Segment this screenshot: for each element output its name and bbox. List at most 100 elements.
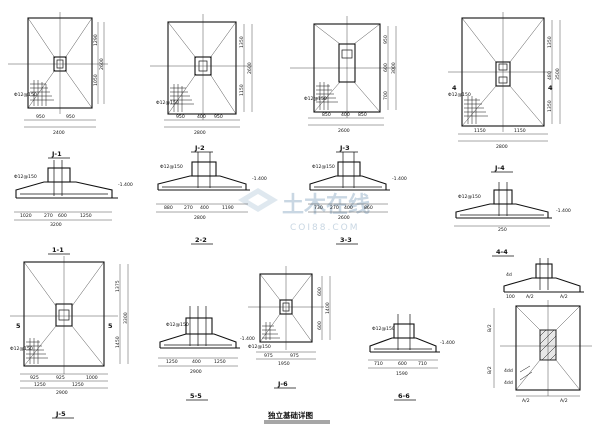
section-5-5: Φ12@150 -1.400 1250 400 1250 2900 5-5 bbox=[158, 306, 255, 401]
plan-j4-dimh-1: 1150 bbox=[514, 128, 526, 134]
section-3-3-dim-1: 270 bbox=[330, 205, 339, 211]
plan-j6-rebar: Φ12@150 bbox=[248, 344, 271, 350]
plan-j6-dimh-1: 975 bbox=[290, 353, 299, 359]
section-1-1-dim-1: 270 bbox=[44, 213, 53, 219]
typical-mark-0: 4dd bbox=[504, 368, 513, 374]
section-2-2-rebar: Φ12@150 bbox=[160, 164, 183, 170]
section-2-2-elev: -1.400 bbox=[252, 176, 267, 182]
plan-j1-label: J-1 bbox=[51, 150, 62, 158]
plan-j6-dimv-0: 600 bbox=[317, 287, 323, 296]
plan-j3-dimv-1: 600 bbox=[383, 63, 389, 72]
section-1-1-dim-2: 600 bbox=[58, 213, 67, 219]
plan-j4-totalh: 2800 bbox=[496, 144, 508, 150]
section-6-6-elev: -1.400 bbox=[440, 340, 455, 346]
section-2-2-dim-1: 270 bbox=[184, 205, 193, 211]
section-6-6-rebar: Φ12@150 bbox=[372, 326, 395, 332]
plan-j2-dimv-1: 1150 bbox=[239, 84, 245, 96]
section-2-2-dim-3: 1190 bbox=[222, 205, 234, 211]
section-1-1-rebar: Φ12@150 bbox=[14, 174, 37, 180]
section-3-3-total: 2600 bbox=[338, 215, 350, 221]
plan-j1: Φ12@150 1290 1050 2600 950 950 2400 J-1 bbox=[8, 12, 108, 159]
plan-j4-cut-right: 4 bbox=[548, 84, 553, 92]
section-5-5-rebar: Φ12@150 bbox=[166, 322, 189, 328]
plan-j2-dimh-0: 950 bbox=[176, 114, 185, 120]
typical-bottom-a2-left: A/2 bbox=[522, 398, 530, 404]
typical-top-100: 100 bbox=[506, 294, 515, 300]
section-1-1-total: 3200 bbox=[50, 222, 62, 228]
plan-j1-dimh-1: 950 bbox=[66, 114, 75, 120]
plan-j5-dimh-0: 925 bbox=[30, 375, 39, 381]
watermark-main: 土木在线 bbox=[282, 192, 370, 218]
plan-j6-totalh: 1950 bbox=[278, 361, 290, 367]
plan-j3-dimh-1: 400 bbox=[341, 112, 350, 118]
section-2-2-dim-2: 400 bbox=[200, 205, 209, 211]
plan-j5-dimh2-0: 1250 bbox=[34, 382, 46, 388]
plan-j4-dimv-0: 1350 bbox=[547, 36, 553, 48]
section-1-1-label: 1-1 bbox=[52, 246, 64, 254]
plan-j3-dimh-0: 850 bbox=[322, 112, 331, 118]
plan-j5: Φ12@150 5 5 1375 1450 3300 925 925 1000 … bbox=[10, 256, 129, 419]
typical-detail: 4d 100 A/2 A/2 B/2 B/2 A/2 A/2 4dd 4dd bbox=[487, 258, 592, 404]
typical-top-a2-right: A/2 bbox=[560, 294, 568, 300]
plan-j3-rebar: Φ12@150 bbox=[304, 96, 327, 102]
plan-j5-dimv-1: 1450 bbox=[115, 336, 121, 348]
plan-j3-dimh-2: 850 bbox=[358, 112, 367, 118]
section-3-3-dim-3: 860 bbox=[364, 205, 373, 211]
plan-j2-dimv-0: 1350 bbox=[239, 36, 245, 48]
section-4-4-dim-0: 250 bbox=[498, 227, 507, 233]
watermark: 土木在线 COI88.COM bbox=[238, 188, 370, 233]
plan-j1-dimv-0: 1290 bbox=[93, 34, 99, 46]
section-6-6-dim-1: 600 bbox=[398, 361, 407, 367]
watermark-sub: COI88.COM bbox=[290, 223, 359, 233]
typical-top-a2-left: A/2 bbox=[526, 294, 534, 300]
plan-j5-cut-left: 5 bbox=[16, 322, 21, 330]
plan-j2-dimh-1: 400 bbox=[197, 114, 206, 120]
section-1-1-dim-3: 1250 bbox=[80, 213, 92, 219]
section-4-4: Φ12@150 -1.400 250 4-4 bbox=[454, 182, 571, 257]
section-3-3-dim-0: 730 bbox=[314, 205, 323, 211]
typical-bottom-a2-right: A/2 bbox=[560, 398, 568, 404]
plan-j5-dimh2-1: 1250 bbox=[72, 382, 84, 388]
plan-j4-dimh-0: 1150 bbox=[474, 128, 486, 134]
section-6-6: Φ12@150 -1.400 710 600 710 1590 6-6 bbox=[368, 314, 455, 401]
section-5-5-dim-0: 1250 bbox=[166, 359, 178, 365]
section-3-3-elev: -1.400 bbox=[392, 176, 407, 182]
section-1-1-dim-0: 1020 bbox=[20, 213, 32, 219]
section-3-3-rebar: Φ12@150 bbox=[312, 164, 335, 170]
drawing-title-block: 独立基础详图 bbox=[264, 410, 330, 424]
plan-j5-dimh-1: 925 bbox=[56, 375, 65, 381]
section-1-1-elev: -1.400 bbox=[118, 182, 133, 188]
section-2-2-dim-0: 880 bbox=[164, 205, 173, 211]
section-1-1: Φ12@150 -1.400 1020 270 600 1250 3200 1-… bbox=[14, 160, 133, 255]
plan-j2-dimh-2: 950 bbox=[214, 114, 223, 120]
plan-j2-label: J-2 bbox=[194, 144, 205, 152]
section-4-4-label: 4-4 bbox=[496, 248, 508, 256]
plan-j4-cut-left: 4 bbox=[452, 84, 457, 92]
plan-j3: Φ12@150 950 600 700 3000 850 400 850 260… bbox=[290, 16, 397, 153]
typical-side-b2-top: B/2 bbox=[487, 324, 493, 332]
plan-j6: Φ12@150 600 600 1400 975 975 1950 J-6 bbox=[248, 266, 331, 389]
plan-j5-dimh-2: 1000 bbox=[86, 375, 98, 381]
typical-top-4d: 4d bbox=[506, 272, 512, 278]
section-5-5-dim-1: 400 bbox=[192, 359, 201, 365]
typical-mark-1: 4dd bbox=[504, 380, 513, 386]
plan-j3-label: J-3 bbox=[339, 144, 350, 152]
plan-j6-dimv-1: 600 bbox=[317, 321, 323, 330]
plan-j5-rebar: Φ12@150 bbox=[10, 346, 33, 352]
section-5-5-elev: -1.400 bbox=[240, 336, 255, 342]
plan-j3-dimv-2: 700 bbox=[383, 91, 389, 100]
plan-j6-dimh-0: 975 bbox=[264, 353, 273, 359]
plan-j1-totalh: 2400 bbox=[53, 130, 65, 136]
plan-j4-totalv: 3500 bbox=[555, 68, 561, 80]
section-6-6-total: 1590 bbox=[396, 371, 408, 377]
section-6-6-label: 6-6 bbox=[398, 392, 410, 400]
section-4-4-elev: -1.400 bbox=[556, 208, 571, 214]
plan-j1-totalv: 2600 bbox=[99, 58, 105, 70]
plan-j3-dimv-0: 950 bbox=[383, 35, 389, 44]
section-5-5-label: 5-5 bbox=[190, 392, 202, 400]
section-3-3-dim-2: 400 bbox=[344, 205, 353, 211]
plan-j5-totalv: 3300 bbox=[123, 312, 129, 324]
section-5-5-dim-2: 1250 bbox=[214, 359, 226, 365]
section-2-2-total: 2800 bbox=[194, 215, 206, 221]
plan-j1-rebar: Φ12@150 bbox=[14, 92, 37, 98]
